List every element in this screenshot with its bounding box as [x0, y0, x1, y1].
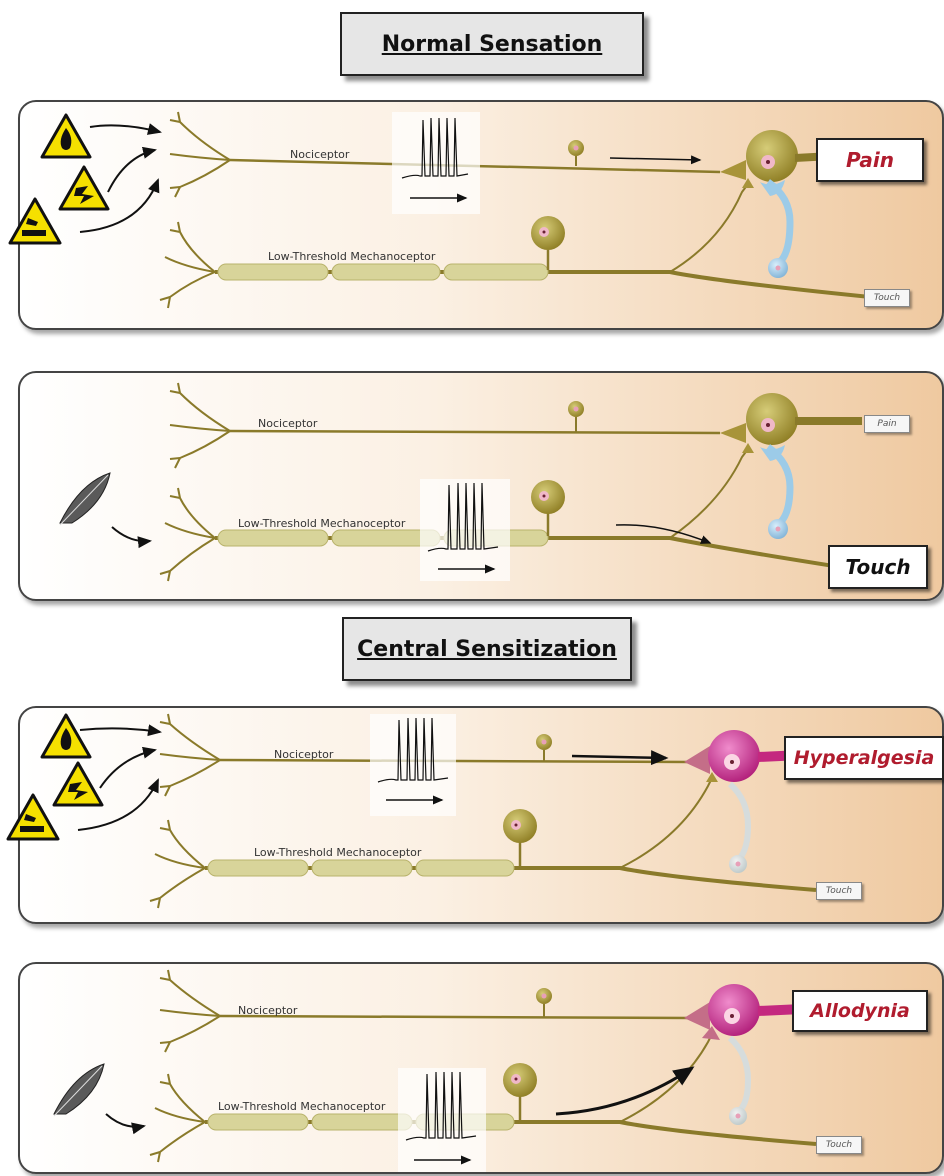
- panel-normal-touch: Nociceptor Low-Threshold Mechanoceptor P…: [18, 371, 944, 601]
- inhibitory-interneuron: [730, 784, 748, 858]
- mechanoceptor-dendrites: [160, 222, 215, 308]
- output-hyperalgesia-box: Hyperalgesia: [784, 736, 944, 780]
- myelin-sheath: [218, 264, 328, 280]
- mechanoceptor-label: Low-Threshold Mechanoceptor: [218, 1100, 385, 1113]
- stimulus-arrow: [100, 750, 155, 788]
- electric-hazard-icon: [58, 164, 110, 212]
- output-pain-text: Pain: [846, 148, 894, 172]
- stimulus-arrow: [112, 527, 150, 541]
- nociceptor-label: Nociceptor: [258, 417, 317, 430]
- central-sensitization-title: Central Sensitization: [342, 617, 632, 681]
- projection-neuron: [746, 130, 798, 182]
- myelin-sheath: [444, 264, 548, 280]
- propagation-arrow: [616, 525, 710, 543]
- nociceptor-axon: [230, 431, 720, 433]
- inhibitory-interneuron: [730, 1038, 748, 1110]
- nociceptor-terminal: [684, 1002, 710, 1030]
- propagation-arrow: [572, 756, 666, 758]
- nociceptor-dendrites: [170, 112, 230, 197]
- panel-normal-pain: Nociceptor Low-Threshold Mechanoceptor P…: [18, 100, 944, 330]
- myelin-sheath: [312, 1114, 412, 1130]
- normal-sensation-title-text: Normal Sensation: [382, 32, 603, 57]
- central-sensitization-title-text: Central Sensitization: [357, 637, 617, 662]
- propagation-arrow: [556, 1068, 692, 1114]
- fire-hazard-icon: [40, 712, 92, 760]
- mechanoceptor-label: Low-Threshold Mechanoceptor: [268, 250, 435, 263]
- output-allodynia-box: Allodynia: [792, 990, 928, 1032]
- output-touch-text: Touch: [826, 1140, 852, 1150]
- corrosive-hazard-icon: [6, 792, 60, 842]
- stimulus-arrow: [90, 125, 160, 132]
- output-pain-text: Pain: [877, 419, 896, 429]
- mechanoceptor-label: Low-Threshold Mechanoceptor: [238, 517, 405, 530]
- nociceptor-label: Nociceptor: [274, 748, 333, 761]
- nociceptor-label: Nociceptor: [238, 1004, 297, 1017]
- myelin-sheath: [312, 860, 412, 876]
- output-touch-text: Touch: [845, 555, 910, 579]
- myelin-sheath: [208, 1114, 308, 1130]
- myelin-sheath: [416, 860, 514, 876]
- stimulus-arrow: [106, 1114, 144, 1127]
- myelin-sheath: [332, 264, 440, 280]
- panel-normal-pain-drawing: [20, 102, 942, 328]
- nociceptor-label: Nociceptor: [290, 148, 349, 161]
- nociceptor-terminal: [720, 423, 746, 443]
- output-touch-text: Touch: [874, 293, 900, 303]
- output-touch-text: Touch: [826, 886, 852, 896]
- nociceptor-terminal: [720, 160, 746, 180]
- panel-central-allodynia: Nociceptor Low-Threshold Mechanoceptor A…: [18, 962, 944, 1174]
- output-touch-box: Touch: [816, 1136, 862, 1154]
- output-pain-box: Pain: [816, 138, 924, 182]
- normal-sensation-title: Normal Sensation: [340, 12, 644, 76]
- myelin-sheath: [208, 860, 308, 876]
- projection-neuron: [746, 393, 798, 445]
- propagation-arrow: [610, 158, 700, 160]
- output-touch-box: Touch: [828, 545, 928, 589]
- action-potential-inset: [398, 1068, 486, 1172]
- corrosive-hazard-icon: [8, 196, 62, 246]
- panel-central-hyperalgesia: Nociceptor Low-Threshold Mechanoceptor H…: [18, 706, 944, 924]
- output-hyperalgesia-text: Hyperalgesia: [794, 747, 935, 769]
- myelin-sheath: [218, 530, 328, 546]
- stimulus-arrow: [108, 150, 155, 192]
- panel-normal-touch-drawing: [20, 373, 942, 599]
- nociceptor-terminal: [684, 746, 710, 774]
- output-pain-box: Pain: [864, 415, 910, 433]
- output-allodynia-text: Allodynia: [810, 1000, 910, 1022]
- fire-hazard-icon: [40, 112, 92, 160]
- stimulus-arrow: [80, 728, 160, 732]
- mechanoceptor-label: Low-Threshold Mechanoceptor: [254, 846, 421, 859]
- output-touch-box: Touch: [816, 882, 862, 900]
- output-touch-box: Touch: [864, 289, 910, 307]
